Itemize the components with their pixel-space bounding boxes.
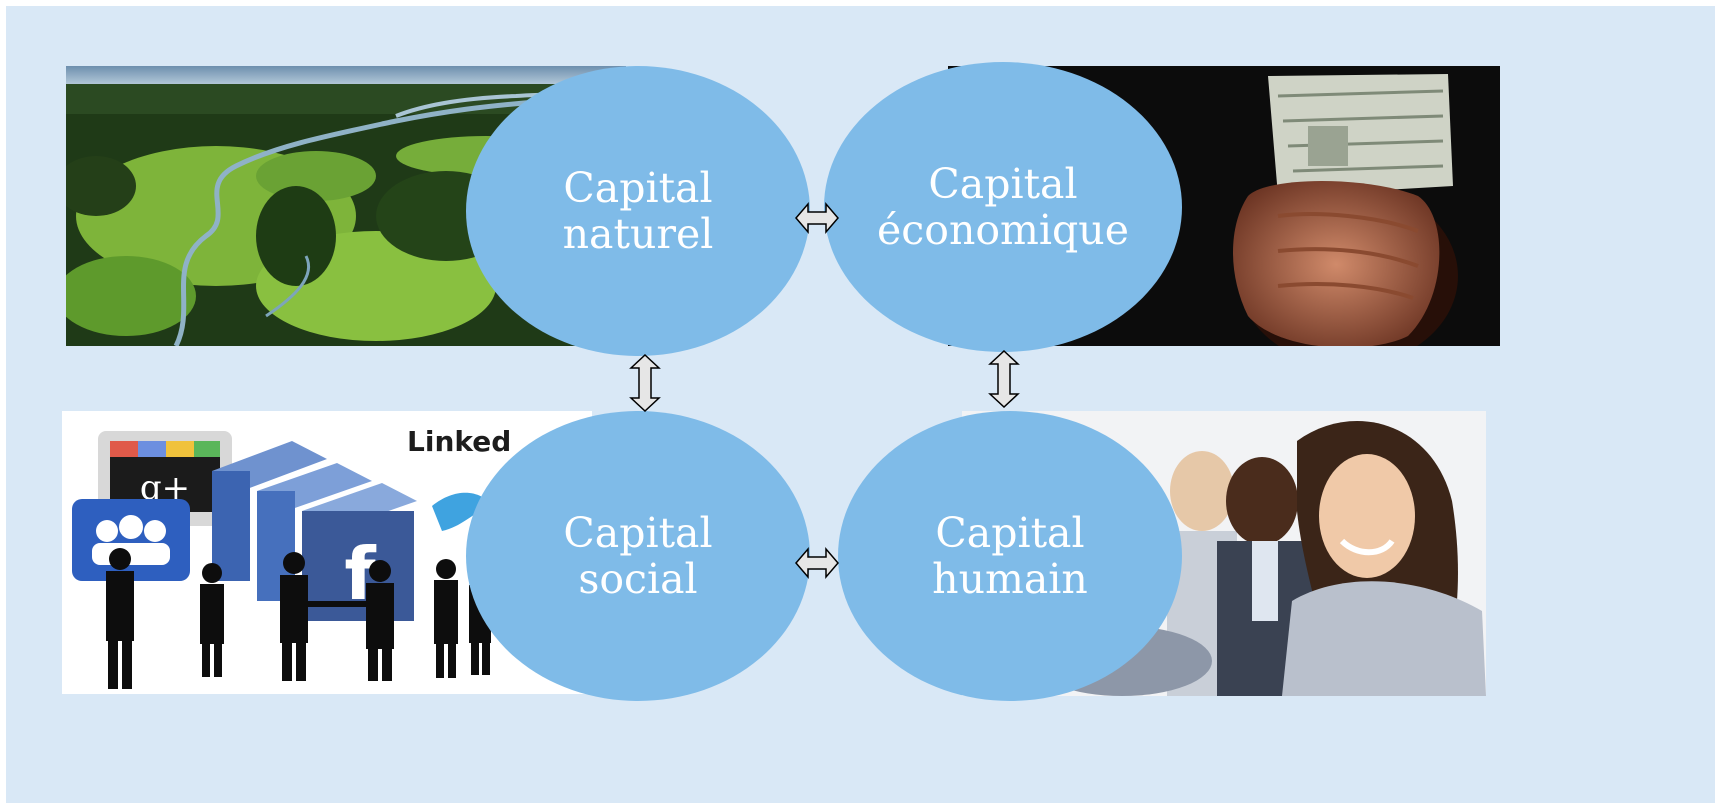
double-arrow-vertical	[988, 350, 1020, 408]
node-capital-naturel: Capital naturel	[466, 66, 810, 356]
double-arrow-vertical	[629, 354, 661, 412]
double-arrow-horizontal	[795, 201, 839, 235]
node-capital-humain: Capital humain	[838, 411, 1182, 701]
diagram-canvas: g+ Linked f	[6, 6, 1715, 803]
double-arrow-horizontal	[795, 546, 839, 580]
node-capital-social: Capital social	[466, 411, 810, 701]
linkedin-logo-text: Linked	[407, 425, 511, 458]
node-capital-economique: Capital économique	[824, 62, 1182, 352]
